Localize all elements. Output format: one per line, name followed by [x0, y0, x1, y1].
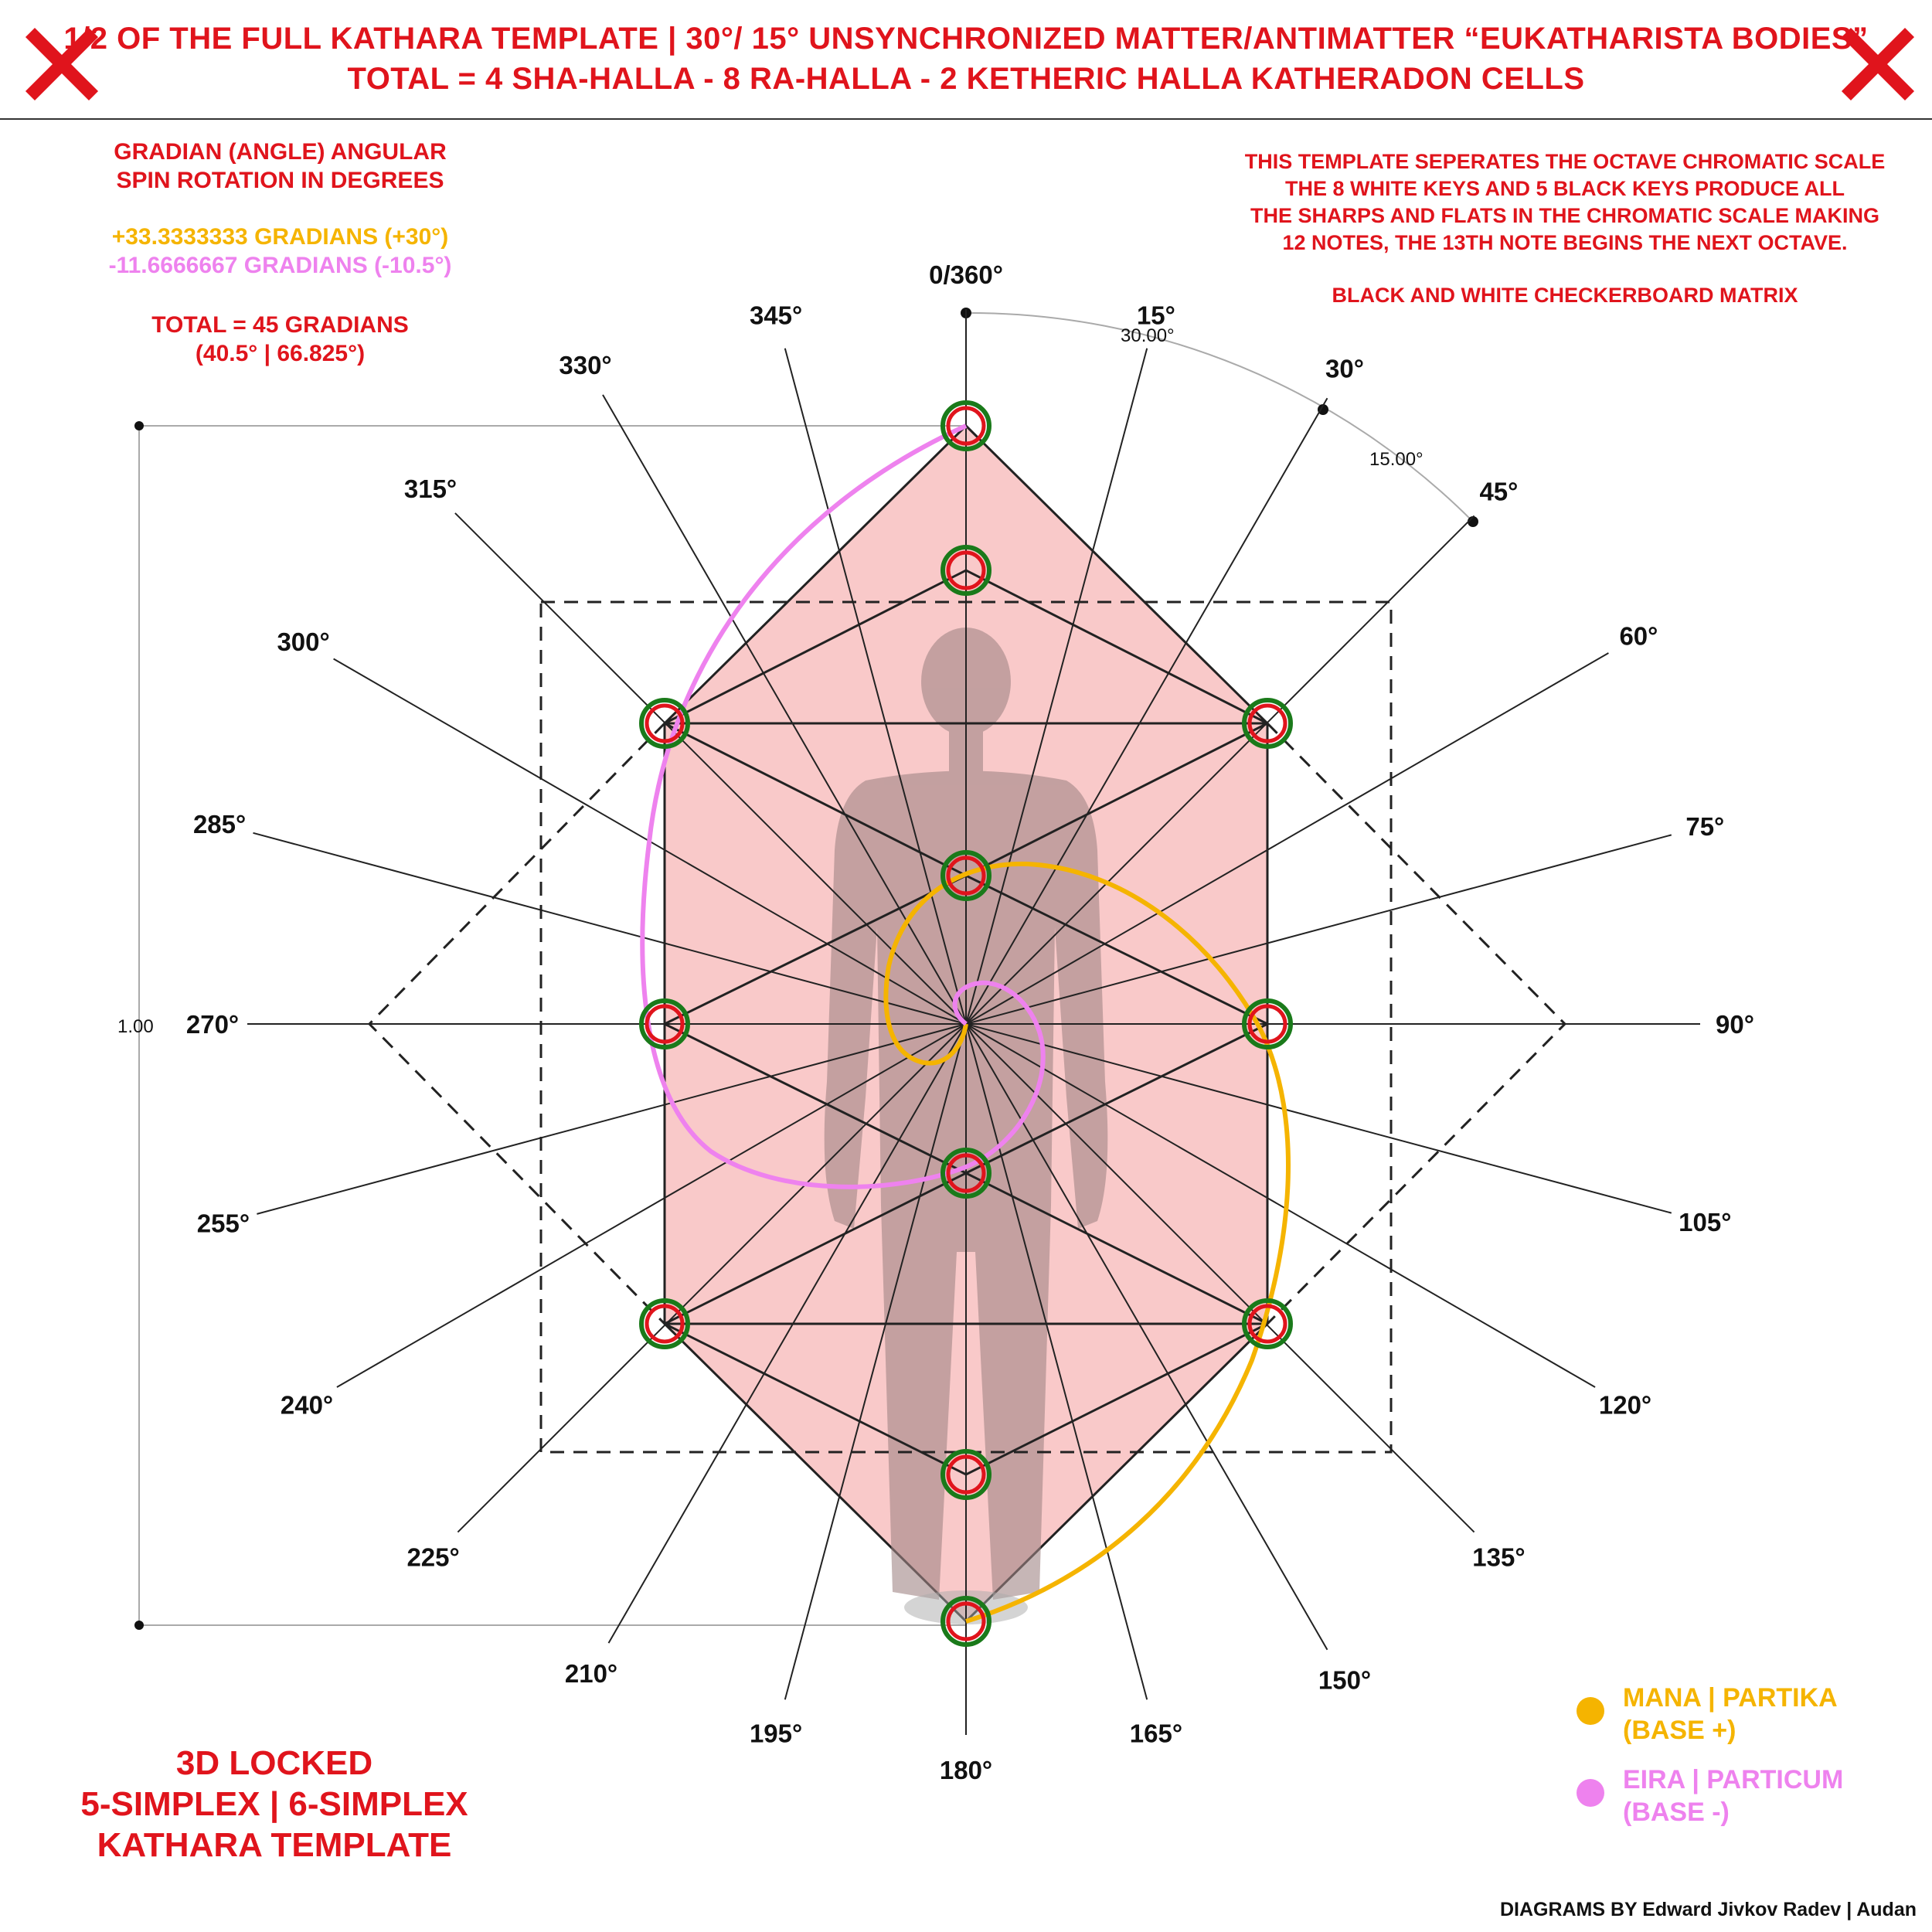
gradian-minus: -11.6666667 GRADIANS (-10.5°) — [108, 253, 452, 278]
mana-legend-text: MANA | PARTIKA(BASE +) — [1623, 1683, 1838, 1745]
arc-point-1 — [1318, 404, 1328, 415]
ray-195 — [784, 1023, 967, 1700]
ray-225 — [457, 1023, 967, 1533]
gradian-title-1: GRADIAN (ANGLE) ANGULAR — [114, 139, 447, 165]
arc-label-30: 30.00° — [1121, 325, 1175, 346]
checkerboard-line: BLACK AND WHITE CHECKERBOARD MATRIX — [1332, 284, 1798, 307]
protractor-arc — [965, 311, 1474, 522]
ray-210 — [607, 1023, 967, 1644]
ray-30 — [965, 397, 1328, 1025]
halla-node — [940, 1596, 992, 1647]
angle-label-315: 315° — [404, 474, 457, 503]
dimension-point-bottom — [134, 1621, 144, 1630]
angle-label-15: 15° — [1137, 301, 1175, 329]
halla-node — [940, 850, 992, 901]
halla-node — [639, 698, 690, 749]
ray-45 — [965, 515, 1475, 1025]
ray-240 — [336, 1023, 967, 1388]
gradian-plus: +33.3333333 GRADIANS (+30°) — [111, 224, 449, 250]
angle-label-45: 45° — [1479, 478, 1518, 506]
ray-120 — [965, 1023, 1596, 1388]
chromatic-line-2: THE 8 WHITE KEYS AND 5 BLACK KEYS PRODUC… — [1284, 177, 1845, 200]
ray-150 — [965, 1023, 1328, 1651]
angle-label-120: 120° — [1599, 1391, 1651, 1420]
ray-75 — [965, 834, 1672, 1025]
angle-label-300: 300° — [277, 628, 329, 656]
angle-label-195: 195° — [750, 1719, 802, 1748]
chromatic-line-1: THIS TEMPLATE SEPERATES THE OCTAVE CHROM… — [1244, 150, 1886, 173]
ray-60 — [965, 652, 1609, 1025]
locked-line: 3D LOCKED — [175, 1744, 373, 1782]
eira-spiral — [640, 423, 1046, 1189]
header-title-line1: 1/2 OF THE FULL KATHARA TEMPLATE | 30°/ … — [63, 22, 1869, 56]
angle-label-240: 240° — [281, 1391, 333, 1420]
dimension-bracket — [138, 425, 966, 1626]
mana-spiral — [883, 861, 1291, 1624]
angle-label-150: 150° — [1318, 1666, 1371, 1695]
credit-line: DIAGRAMS BY Edward Jivkov Radev | Audan — [1499, 1899, 1917, 1920]
gradian-total-2: (40.5° | 66.825°) — [195, 341, 366, 366]
close-icon[interactable] — [1841, 27, 1915, 101]
chromatic-line-4: 12 NOTES, THE 13TH NOTE BEGINS THE NEXT … — [1282, 231, 1848, 254]
halla-node — [940, 1148, 992, 1199]
chromatic-line-3: THE SHARPS AND FLATS IN THE CHROMATIC SC… — [1250, 204, 1879, 227]
angle-label-105: 105° — [1679, 1208, 1731, 1236]
ray-345 — [784, 348, 967, 1025]
angle-label-225: 225° — [406, 1543, 459, 1571]
angle-label-285: 285° — [193, 810, 246, 838]
simplex-line: 5-SIMPLEX | 6-SIMPLEX — [80, 1785, 468, 1823]
angle-label-165: 165° — [1130, 1719, 1182, 1748]
ray-315 — [454, 512, 967, 1025]
angle-label-75: 75° — [1685, 812, 1724, 841]
halla-node — [639, 998, 690, 1049]
angle-label-255: 255° — [197, 1209, 250, 1238]
eira-legend-text: EIRA | PARTICUM(BASE -) — [1623, 1765, 1844, 1827]
gradian-title-2: SPIN ROTATION IN DEGREES — [116, 168, 444, 193]
halla-node — [1242, 998, 1293, 1049]
eira-legend-dot — [1577, 1779, 1604, 1807]
template-line: KATHARA TEMPLATE — [97, 1826, 452, 1864]
halla-node — [1242, 1298, 1293, 1349]
arc-label-15: 15.00° — [1369, 449, 1423, 470]
dimension-point-top — [134, 421, 144, 430]
ray-105 — [965, 1023, 1672, 1214]
angle-label-135: 135° — [1472, 1543, 1525, 1571]
ray-255 — [257, 1023, 967, 1215]
angle-label-90: 90° — [1716, 1010, 1754, 1039]
ray-330 — [602, 394, 967, 1025]
halla-node — [940, 1449, 992, 1500]
angle-label-0: 0/360° — [929, 260, 1003, 289]
ray-15 — [965, 348, 1148, 1025]
inner-lattice — [663, 569, 1269, 1476]
angle-label-270: 270° — [186, 1010, 239, 1039]
angle-label-345: 345° — [750, 301, 802, 329]
halla-node — [1242, 698, 1293, 749]
ray-165 — [965, 1023, 1148, 1700]
bottom-left-title: 3D LOCKED 5-SIMPLEX | 6-SIMPLEX KATHARA … — [62, 1743, 487, 1866]
angle-label-30: 30° — [1325, 354, 1364, 383]
left-notes: GRADIAN (ANGLE) ANGULAR SPIN ROTATION IN… — [70, 138, 491, 368]
ray-285 — [253, 832, 967, 1025]
halla-node — [940, 545, 992, 596]
angle-label-330: 330° — [559, 351, 611, 379]
angle-label-210: 210° — [565, 1659, 617, 1688]
ray-135 — [965, 1023, 1475, 1533]
halla-node — [639, 1298, 690, 1349]
halla-node — [940, 400, 992, 451]
right-notes: THIS TEMPLATE SEPERATES THE OCTAVE CHROM… — [1217, 148, 1913, 309]
gradian-total-1: TOTAL = 45 GRADIANS — [151, 312, 409, 338]
mana-legend-dot — [1577, 1697, 1604, 1725]
dimension-label: 1.00 — [117, 1016, 154, 1037]
close-icon[interactable] — [25, 27, 99, 101]
angle-label-60: 60° — [1619, 622, 1658, 651]
angle-label-180: 180° — [940, 1756, 992, 1784]
header-title-line2: TOTAL = 4 SHA-HALLA - 8 RA-HALLA - 2 KET… — [347, 62, 1585, 96]
